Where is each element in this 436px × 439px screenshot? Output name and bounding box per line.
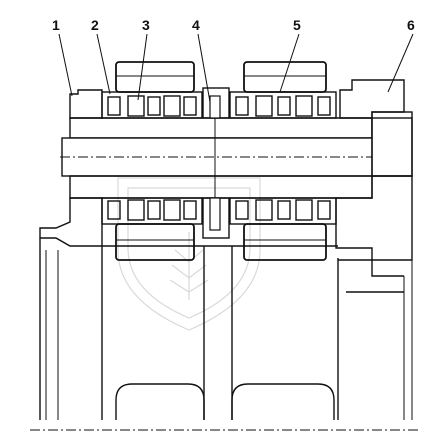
callout-4: 4	[192, 17, 200, 33]
left-bearing-bottom	[101, 197, 203, 261]
spacer-ring	[202, 87, 230, 239]
right-bearing-top	[229, 61, 337, 119]
callout-2: 2	[91, 17, 99, 33]
left-bearing-top	[101, 61, 203, 119]
right-bearing-bottom	[229, 197, 337, 261]
lower-body	[30, 238, 420, 431]
callout-1: 1	[52, 17, 60, 33]
callouts: 1 2 3 4 5 6	[52, 17, 415, 33]
shaft-bore	[60, 117, 413, 177]
housing-bottom	[39, 175, 373, 247]
callout-3: 3	[142, 17, 150, 33]
leader-lines	[58, 33, 414, 103]
end-cap	[335, 79, 413, 420]
callout-5: 5	[293, 17, 301, 33]
callout-6: 6	[407, 17, 415, 33]
watermark-emblem	[117, 177, 261, 331]
